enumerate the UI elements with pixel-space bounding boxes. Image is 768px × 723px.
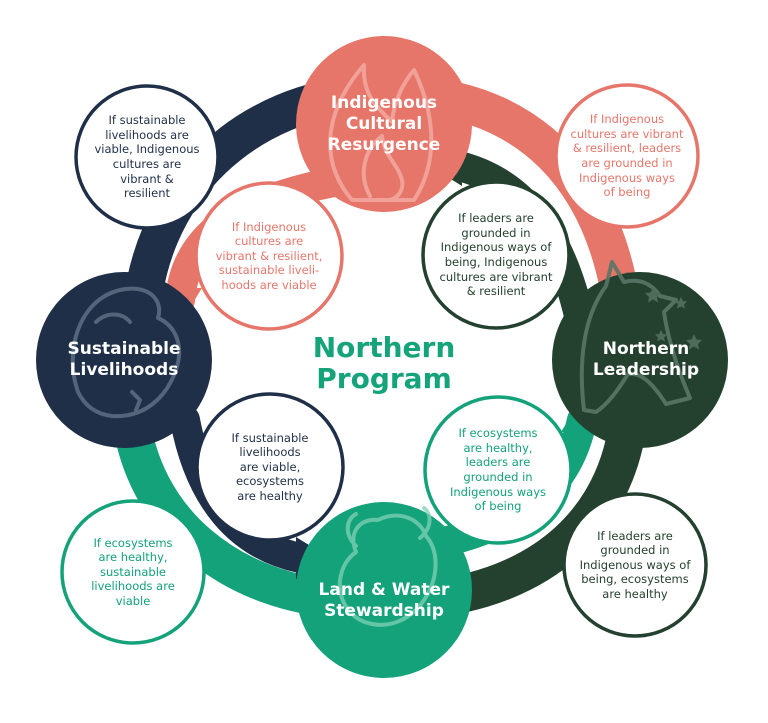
- statement-line: of being: [603, 185, 651, 200]
- statement-line: If Indigenous: [231, 219, 307, 234]
- statement-text-5: If sustainable livelihoods are viable, e…: [210, 425, 330, 509]
- statement-line: ecosystems: [235, 474, 304, 489]
- statement-line: If leaders are: [458, 211, 534, 226]
- statement-circle-2: [554, 83, 700, 229]
- statement-line: grounded in: [463, 470, 533, 484]
- stars-icon: [645, 287, 702, 350]
- statement-line: Indigenous ways of: [579, 557, 691, 572]
- hub-title-line: Livelihoods: [69, 360, 179, 380]
- statement-line: are viable,: [239, 459, 301, 474]
- hub-title-line: Northern: [602, 339, 690, 359]
- statement-line: of being: [474, 499, 522, 514]
- statement-line: Indigenous ways: [578, 170, 676, 185]
- hub-title-leadership: Northern Leadership: [566, 335, 726, 385]
- statement-line: vibrant &: [120, 171, 174, 186]
- center-title: Northern Program: [294, 330, 474, 396]
- statement-line: If sustainable: [108, 113, 186, 128]
- statement-text-7: If ecosystems are healthy, sustainable l…: [75, 530, 191, 614]
- center-title-line: Program: [316, 362, 452, 395]
- statement-line: If ecosystems: [93, 535, 173, 550]
- statement-line: cultures are vibrant: [439, 269, 553, 284]
- statement-line: cultures are: [112, 157, 182, 171]
- statement-circle-1: [74, 84, 220, 230]
- statement-line: If sustainable: [231, 430, 309, 445]
- statement-line: are healthy: [237, 488, 303, 503]
- hub-title-line: Stewardship: [324, 601, 444, 621]
- statement-text-2: If Indigenous cultures are vibrant & res…: [567, 106, 687, 206]
- statement-line: & resilient: [466, 284, 526, 299]
- statement-line: are healthy,: [463, 440, 533, 455]
- statement-line: sustainable: [100, 564, 166, 579]
- statement-line: sustainable liveli-: [218, 263, 320, 278]
- statement-circle-4: [421, 180, 571, 330]
- statement-line: Indigenous ways of: [440, 240, 552, 255]
- hub-title-stewardship: Land & Water Stewardship: [296, 576, 472, 626]
- statement-line: hoods are viable: [221, 277, 317, 292]
- bison-icon: [337, 506, 438, 627]
- statement-text-4: If leaders are grounded in Indigenous wa…: [432, 206, 560, 304]
- statement-line: If ecosystems: [458, 426, 538, 441]
- statement-line: livelihoods are: [91, 579, 175, 594]
- statement-line: grounded in: [600, 543, 670, 558]
- statement-line: If leaders are: [597, 528, 673, 543]
- statement-text-8: If leaders are grounded in Indigenous wa…: [571, 523, 699, 607]
- statement-line: grounded in: [461, 225, 531, 240]
- animal-head-icon: [70, 286, 182, 419]
- statement-circle-5: [195, 392, 345, 542]
- hub-title-livelihoods: Sustainable Livelihoods: [44, 335, 204, 385]
- statement-line: being, ecosystems: [581, 572, 689, 587]
- statement-line: being, Indigenous: [444, 255, 548, 269]
- hub-title-cultural: Indigenous Cultural Resurgence: [304, 86, 464, 162]
- hub-title-line: Leadership: [592, 360, 700, 380]
- flame-icon: [328, 63, 434, 202]
- statement-circle-3: [194, 181, 344, 331]
- statement-text-6: If ecosystems are healthy, leaders are g…: [434, 421, 562, 519]
- statement-text-1: If sustainable livelihoods are viable, I…: [91, 107, 203, 207]
- statement-line: resilient: [124, 186, 170, 201]
- statement-circle-8: [562, 492, 708, 638]
- hub-circle-stewardship: [296, 502, 472, 678]
- statement-line: leaders are: [465, 455, 531, 470]
- statement-circle-7: [60, 499, 206, 645]
- hub-circle-leadership: [552, 272, 728, 448]
- hub-title-line: Cultural: [345, 113, 423, 134]
- statement-line: If Indigenous: [589, 112, 665, 127]
- howling-wolf-icon: [579, 260, 692, 414]
- statement-line: viable, Indigenous: [94, 142, 200, 157]
- statement-line: vibrant & resilient,: [215, 248, 323, 263]
- statement-line: are healthy: [602, 586, 668, 601]
- hub-title-line: Resurgence: [327, 134, 441, 155]
- hub-title-line: Indigenous: [330, 92, 438, 113]
- statement-text-3: If Indigenous cultures are vibrant & res…: [205, 214, 333, 298]
- hub-title-line: Land & Water: [318, 580, 450, 600]
- statement-line: viable: [115, 593, 151, 608]
- statement-circle-6: [423, 395, 573, 545]
- statement-line: cultures are vibrant: [570, 126, 684, 141]
- statement-line: are grounded in: [581, 156, 673, 170]
- hub-circle-livelihoods: [36, 272, 212, 448]
- statement-line: cultures are: [234, 234, 304, 249]
- statement-line: & resilient, leaders: [572, 141, 682, 156]
- statement-line: Indigenous ways: [449, 484, 547, 499]
- statement-line: are healthy,: [98, 550, 168, 565]
- hub-title-line: Sustainable: [67, 339, 181, 359]
- center-title-line: Northern: [312, 331, 456, 364]
- statement-line: livelihoods are: [105, 127, 189, 142]
- statement-line: livelihoods: [239, 445, 301, 460]
